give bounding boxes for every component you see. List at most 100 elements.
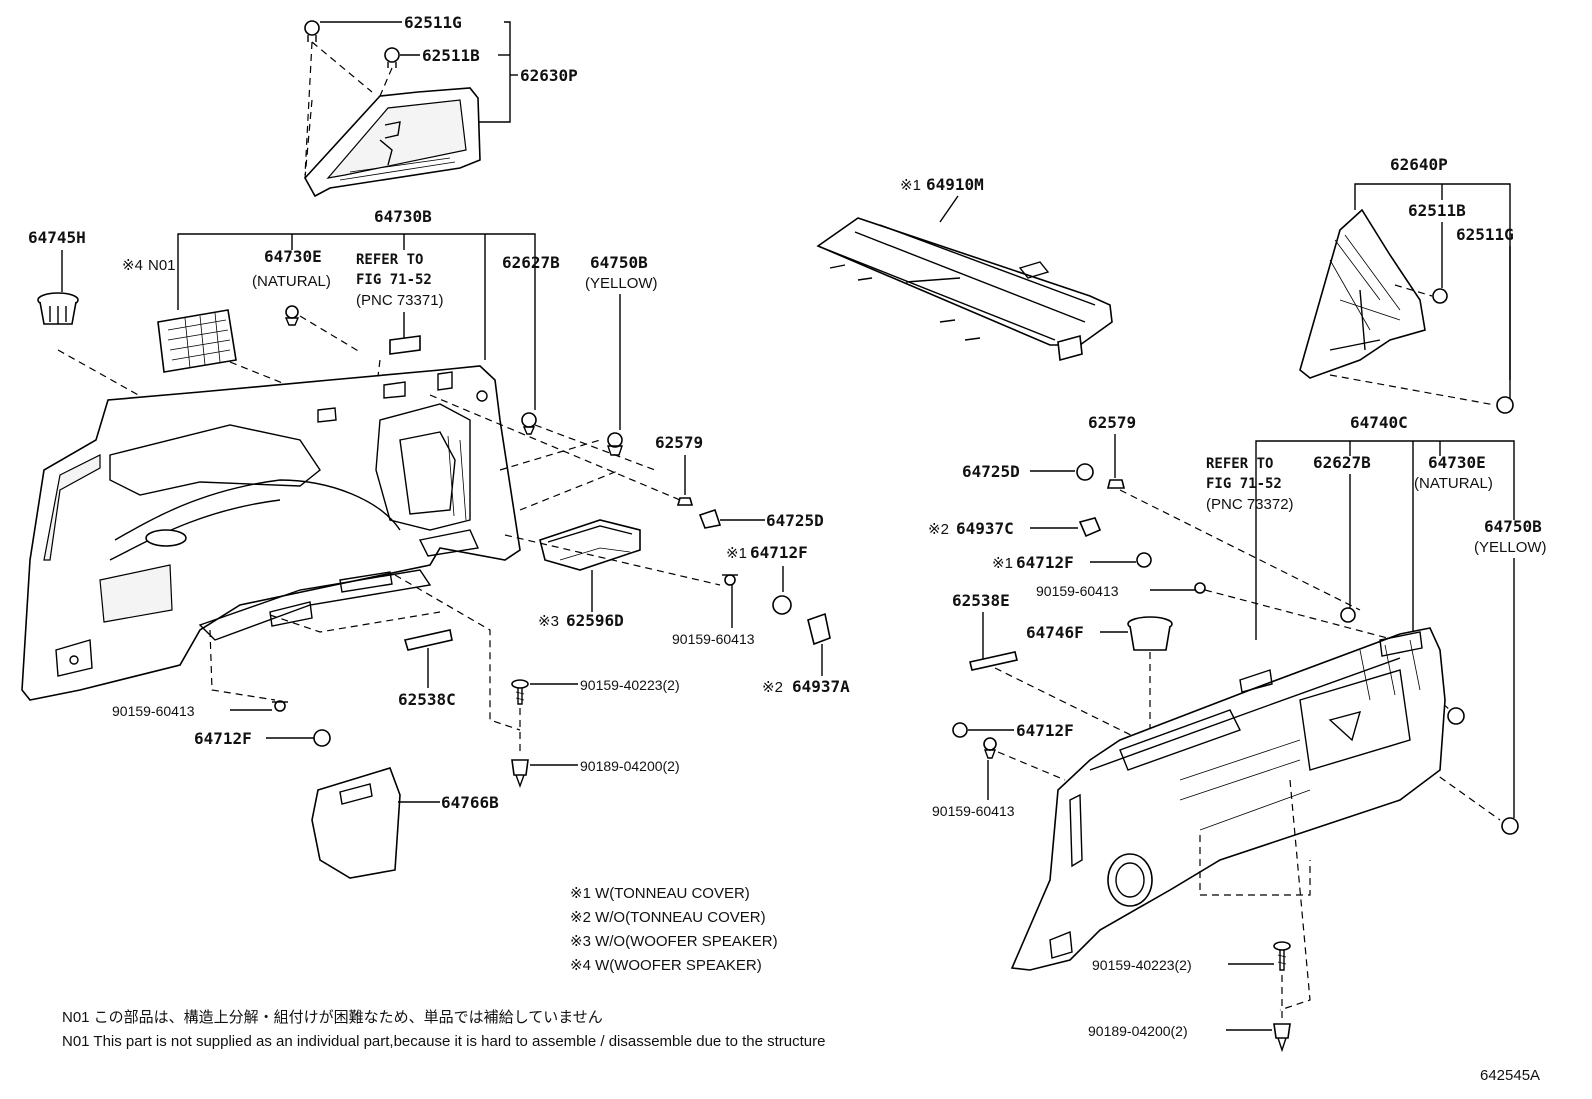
pin-62579-left [676, 497, 694, 506]
label-refer-right-1: REFER TO [1206, 456, 1273, 472]
label-refer-right-2: FIG 71-52 [1206, 476, 1282, 492]
bolt-90159-60413-right-1 [1194, 582, 1206, 594]
legend-item-2: ※2 W/O(TONNEAU COVER) [570, 909, 766, 926]
legend-item-1: ※1 W(TONNEAU COVER) [570, 885, 750, 902]
bolt-90159-60413-left-2 [272, 700, 288, 712]
grommet-64746F [1127, 616, 1173, 651]
grommet-64745H [37, 292, 79, 325]
label-refer-right-3: (PNC 73372) [1206, 496, 1294, 513]
label-natural-left: (NATURAL) [252, 273, 331, 290]
cap-64937C [1078, 517, 1102, 538]
label-mark1-top: ※1 [900, 177, 921, 194]
label-90189-04200-left: 90189-04200(2) [580, 758, 680, 774]
label-90159-40223-right: 90159-40223(2) [1092, 957, 1192, 973]
label-yellow-right: (YELLOW) [1474, 539, 1547, 556]
screw-90159-40223-right [1273, 941, 1291, 971]
clip-62511B-top [384, 47, 400, 68]
clip-62538C [403, 629, 453, 651]
label-62511G-right: 62511G [1456, 225, 1514, 244]
clip-62511G-right [1496, 396, 1514, 414]
label-62511B-top: 62511B [422, 46, 480, 65]
label-n01: N01 [148, 257, 176, 274]
label-64725D-left: 64725D [766, 511, 824, 530]
label-mark2-right: ※2 [928, 521, 949, 538]
label-64712F-right-1: 64712F [1016, 553, 1074, 572]
label-mark4: ※4 [122, 257, 143, 274]
trim-64740C [1010, 627, 1446, 971]
clip-64725D-right [1076, 463, 1094, 481]
bolt-90159-60413-left-1 [722, 574, 738, 586]
cap-64937A [807, 612, 831, 646]
label-64730E-left: 64730E [264, 247, 322, 266]
label-90189-04200-right: 90189-04200(2) [1088, 1023, 1188, 1039]
label-62579-right: 62579 [1088, 413, 1136, 432]
label-refer-left-1: REFER TO [356, 252, 423, 268]
tonneau-cover-64910M [816, 217, 1113, 362]
label-62630P: 62630P [520, 66, 578, 85]
label-64750B-right: 64750B [1484, 517, 1542, 536]
label-62511B-right: 62511B [1408, 201, 1466, 220]
label-refer-left-2: FIG 71-52 [356, 272, 432, 288]
label-62627B-right: 62627B [1313, 453, 1371, 472]
clip-64750B-right [1501, 817, 1519, 835]
label-90159-60413-left-1: 90159-60413 [672, 631, 755, 647]
clip-62511G-top [304, 20, 320, 42]
clip-90189-04200-left [511, 759, 529, 789]
cap-64712F-left-2 [313, 729, 331, 747]
legend-item-4: ※4 W(WOOFER SPEAKER) [570, 957, 762, 974]
label-64712F-left-1: 64712F [750, 543, 808, 562]
trim-64730B [21, 365, 521, 701]
label-62538E: 62538E [952, 591, 1010, 610]
figure-code: 642545A [1480, 1067, 1540, 1084]
clip-62538E [969, 651, 1018, 671]
label-64730E-right: 64730E [1428, 453, 1486, 472]
label-90159-60413-right-2: 90159-60413 [932, 803, 1015, 819]
bolt-90159-60413-right-2 [983, 737, 997, 759]
label-64937C: 64937C [956, 519, 1014, 538]
label-64766B: 64766B [441, 793, 499, 812]
label-mark1-left: ※1 [726, 545, 747, 562]
clip-64725D-left [698, 508, 722, 529]
panel-62640P [1299, 208, 1426, 379]
clip-62511B-right [1432, 288, 1448, 304]
grille-n01 [157, 309, 237, 373]
label-mark2-left: ※2 [762, 679, 783, 696]
pin-62579-right [1106, 479, 1126, 489]
cap-64712F-right-1 [1136, 552, 1152, 568]
cap-64712F-right-2 [952, 722, 968, 738]
clip-64730E-left [284, 305, 300, 326]
box-62596D [539, 519, 641, 571]
label-64725D-right: 64725D [962, 462, 1020, 481]
cap-64712F-left-1 [772, 595, 792, 615]
label-64730B: 64730B [374, 207, 432, 226]
screw-90159-40223-left [511, 679, 529, 705]
label-64937A: 64937A [792, 677, 850, 696]
label-90159-40223-left: 90159-40223(2) [580, 677, 680, 693]
label-64740C: 64740C [1350, 413, 1408, 432]
label-62538C: 62538C [398, 690, 456, 709]
clip-62627B-right [1340, 607, 1356, 623]
label-mark1-right: ※1 [992, 555, 1013, 572]
cover-64766B [311, 767, 401, 879]
legend-item-3: ※3 W/O(WOOFER SPEAKER) [570, 933, 778, 950]
label-refer-left-3: (PNC 73371) [356, 292, 444, 309]
label-62627B-left: 62627B [502, 253, 560, 272]
label-64712F-right-2: 64712F [1016, 721, 1074, 740]
label-62596D: 62596D [566, 611, 624, 630]
label-64712F-left-2: 64712F [194, 729, 252, 748]
label-90159-60413-left-2: 90159-60413 [112, 703, 195, 719]
note-english: N01 This part is not supplied as an indi… [62, 1033, 825, 1050]
label-yellow-left: (YELLOW) [585, 275, 658, 292]
label-62640P: 62640P [1390, 155, 1448, 174]
note-japanese: N01 この部品は、構造上分解・組付けが困難なため、単品では補給していません [62, 1009, 603, 1026]
label-mark3: ※3 [538, 613, 559, 630]
clip-64730E-right [1447, 707, 1465, 725]
clip-90189-04200-right [1273, 1023, 1291, 1053]
clip-64750B-left [607, 432, 623, 456]
label-64750B-left: 64750B [590, 253, 648, 272]
label-64745H: 64745H [28, 228, 86, 247]
label-62579-left: 62579 [655, 433, 703, 452]
label-64746F: 64746F [1026, 623, 1084, 642]
clip-62627B-left [521, 412, 537, 435]
